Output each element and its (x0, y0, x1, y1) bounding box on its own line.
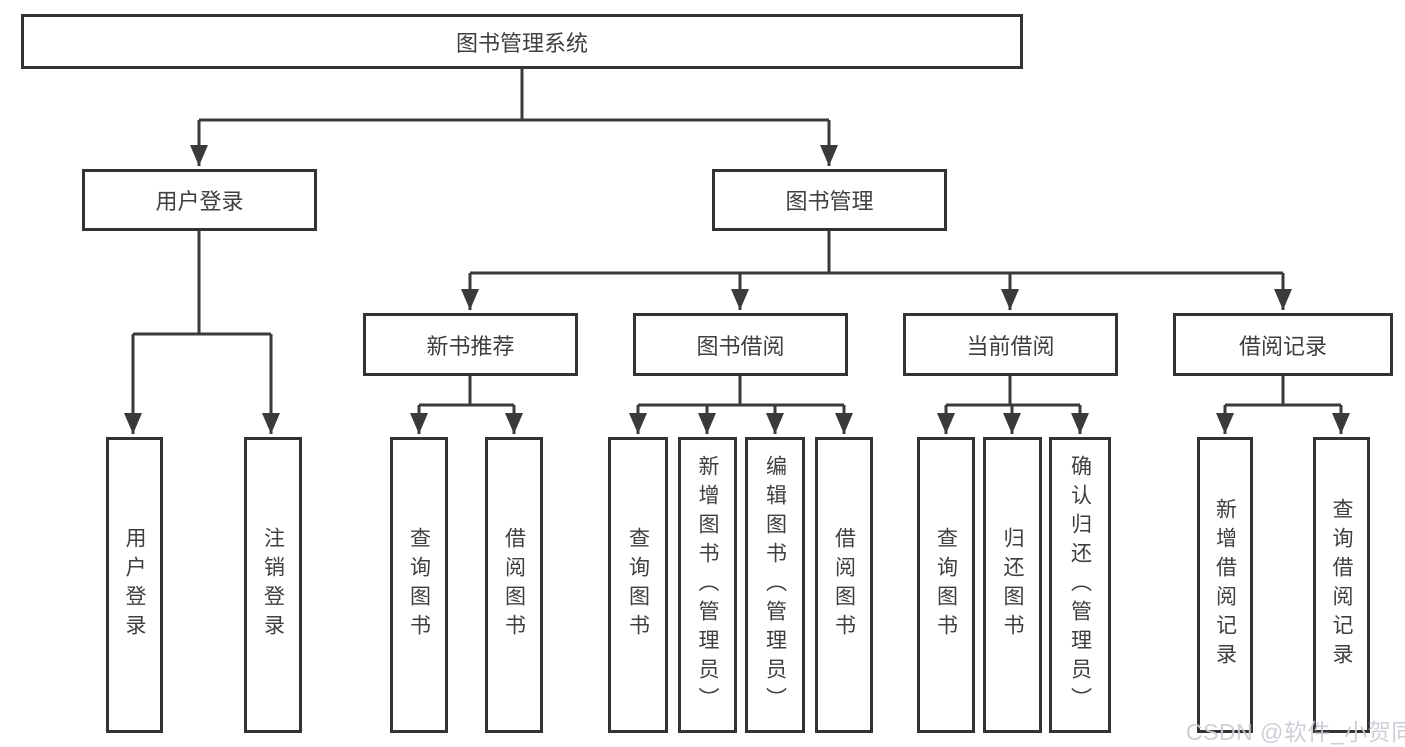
node-new-book-recommend: 新书推荐 (363, 313, 578, 376)
node-bb-edit-books-admin: 编辑图书（管理员） (745, 437, 805, 733)
node-cb-query-books: 查询图书 (917, 437, 975, 733)
node-bb-query-books: 查询图书 (608, 437, 668, 733)
node-label: 用户登录 (123, 527, 146, 643)
node-label: 借阅图书 (832, 527, 856, 643)
node-user-login: 用户登录 (82, 169, 317, 231)
node-book-management: 图书管理 (712, 169, 947, 231)
node-label: 图书管理系统 (455, 30, 588, 56)
node-label: 查询图书 (934, 527, 958, 643)
node-br-query-record: 查询借阅记录 (1313, 437, 1370, 733)
node-bb-borrow-books: 借阅图书 (815, 437, 873, 733)
node-label: 图书借阅 (696, 333, 785, 359)
node-label: 确认归还（管理员） (1068, 454, 1092, 716)
node-user-login-leaf: 用户登录 (106, 437, 163, 733)
node-bb-add-books-admin: 新增图书（管理员） (678, 437, 737, 733)
node-label: 新书推荐 (426, 333, 515, 359)
node-label: 查询借阅记录 (1330, 498, 1353, 672)
node-label: 图书管理 (785, 189, 874, 214)
node-label: 新增图书（管理员） (696, 454, 719, 716)
node-label: 新增借阅记录 (1213, 498, 1237, 672)
node-current-borrowing: 当前借阅 (903, 313, 1118, 376)
node-label: 借阅记录 (1238, 333, 1327, 359)
node-label: 归还图书 (1001, 527, 1024, 643)
node-library-management-system: 图书管理系统 (21, 14, 1023, 69)
csdn-watermark: CSDN @软件_小贺同学 (1186, 719, 1405, 745)
node-label: 查询图书 (626, 527, 650, 643)
node-cb-confirm-return-admin: 确认归还（管理员） (1049, 437, 1111, 733)
node-nr-borrow-books: 借阅图书 (485, 437, 543, 733)
node-label: 借阅图书 (502, 527, 526, 643)
node-label: 当前借阅 (966, 333, 1055, 359)
node-cb-return-books: 归还图书 (983, 437, 1042, 733)
node-br-add-record: 新增借阅记录 (1197, 437, 1253, 733)
node-label: 查询图书 (407, 527, 431, 643)
node-nr-query-books: 查询图书 (390, 437, 448, 733)
node-book-borrowing: 图书借阅 (633, 313, 848, 376)
node-label: 编辑图书（管理员） (763, 454, 787, 716)
node-logout: 注销登录 (244, 437, 302, 733)
node-borrow-records: 借阅记录 (1173, 313, 1393, 376)
node-label: 注销登录 (261, 527, 285, 643)
node-label: 用户登录 (155, 189, 244, 214)
